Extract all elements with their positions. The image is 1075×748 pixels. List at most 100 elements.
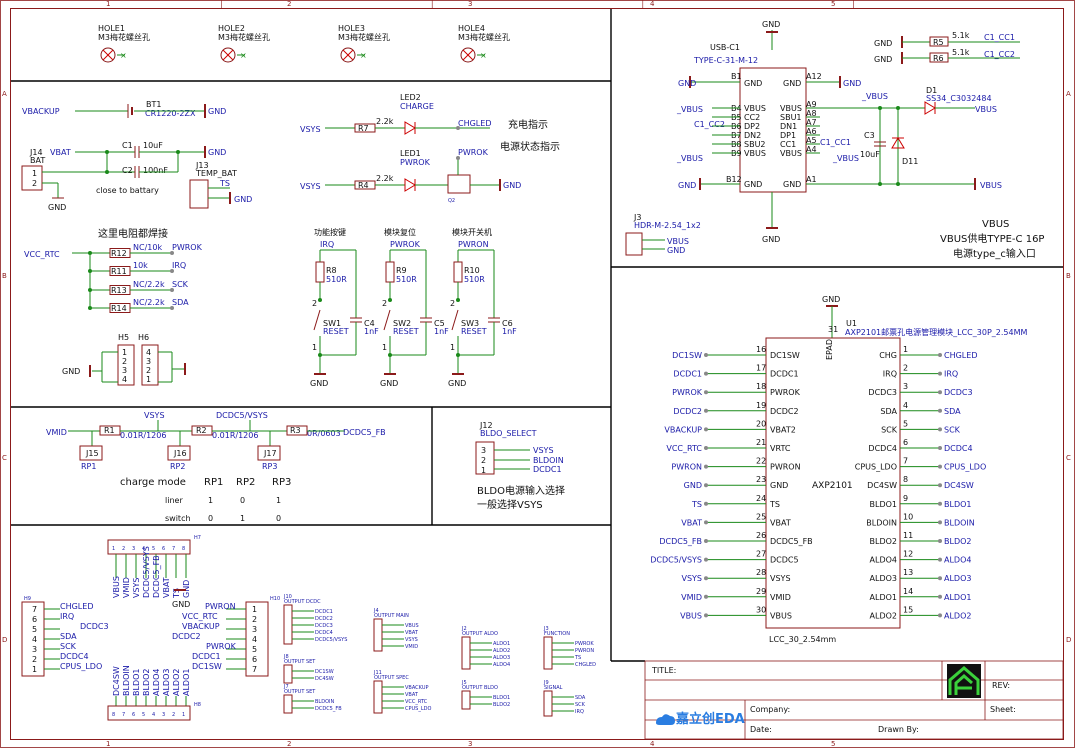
mini-net-8-2: IRQ	[575, 709, 584, 715]
mini-ref-1: J4	[373, 608, 379, 614]
j14-val: BAT	[30, 156, 45, 165]
axp-right-name-0: CHG	[879, 351, 897, 360]
axp-left-name-8: TS	[769, 500, 780, 509]
c2-val: 100nF	[143, 166, 168, 175]
h7-label-4: DCDC5_FB	[152, 555, 161, 598]
hole-4: × HOLE4 M3梅花螺丝孔	[458, 24, 510, 63]
axp-right-pin-9: 10	[903, 512, 913, 521]
vcc-rtc-net: VCC_RTC	[24, 250, 60, 259]
battery-note: close to battary	[96, 186, 159, 195]
usb-val: TYPE-C-31-M-12	[693, 56, 758, 65]
charge-cell-0-2: 0	[240, 496, 245, 505]
grid-row-right-A: A	[1066, 90, 1071, 98]
hole3-val: M3梅花螺丝孔	[338, 32, 390, 42]
usb-left-name-3: DN2	[744, 131, 761, 140]
mini-net-3-2: TS	[574, 655, 581, 661]
easyeda-cloud-icon	[656, 714, 675, 725]
usb-left-name-2: DP2	[744, 122, 760, 131]
button-c-ref-0: C4	[364, 319, 375, 328]
mini-net-2-0: ALDO1	[493, 641, 510, 647]
svg-text:2: 2	[146, 366, 151, 375]
axp-left-net-12: VSYS	[681, 574, 702, 583]
h8-pin-5: 3	[162, 712, 165, 718]
pullup-section: 这里电阻都焊接 VCC_RTC	[24, 227, 168, 308]
axp-left-name-14: VBUS	[770, 611, 792, 620]
usb-gnd-top: GND	[762, 20, 780, 29]
button-c-val-2: 1nF	[502, 327, 517, 336]
usb-left-name-4: SBU2	[744, 140, 766, 149]
axp-right-name-5: DCDC4	[868, 444, 897, 453]
axp-right-pin-7: 8	[903, 475, 908, 484]
axp-right-pin-0: 1	[903, 345, 908, 354]
h10-pin-0: 1	[252, 605, 257, 614]
axp-ref: U1	[846, 319, 857, 328]
usb-left-name-0: VBUS	[744, 104, 766, 113]
axp-right-net-6: CPUS_LDO	[944, 463, 986, 472]
charge-cell-0-1: 1	[208, 496, 213, 505]
h7-pin-3: 4	[142, 546, 145, 552]
j3-val: HDR-M-2.54_1x2	[634, 221, 701, 230]
r3-ref: R3	[290, 426, 301, 435]
mini-net-3-0: PWROK	[575, 641, 594, 647]
svg-text:3: 3	[146, 357, 151, 366]
usb-left-name-6: GND	[744, 180, 762, 189]
usb-right-name-6: GND	[783, 180, 801, 189]
button-gnd-0: GND	[310, 379, 328, 388]
h9-pin-0: 7	[32, 605, 37, 614]
svg-text:GND: GND	[783, 79, 801, 88]
mini-net-0-2: DCDC3	[315, 623, 333, 629]
h9-net-3: SDA	[60, 632, 77, 641]
h10-net-2: VBACKUP	[182, 622, 220, 631]
mini-ref-6: J11	[373, 670, 382, 676]
h8-label-1: BLDOIN	[122, 665, 131, 696]
hole-2: × HOLE2 M3梅花螺丝孔	[218, 24, 270, 63]
pullup-title: 这里电阻都焊接	[98, 227, 168, 240]
usb-cc1: C1_CC1	[820, 138, 851, 147]
h7-label-7: GND	[182, 580, 191, 598]
button-c-ref-1: C5	[434, 319, 445, 328]
usb-gnd-b1: GND	[678, 79, 696, 88]
battery-section: VBACKUP BT1 CR1220-2ZX GND J14 BAT 12 GN…	[21, 100, 252, 212]
axp-right-name-13: ALDO1	[870, 593, 897, 602]
svg-text:×: ×	[480, 51, 487, 60]
axp-left-pin-14: 30	[756, 605, 766, 614]
h8-label-2: BLDO1	[132, 669, 141, 697]
usb-vbus-right: VBUS	[980, 181, 1002, 190]
mini-title-2: OUTPUT ALDO	[462, 631, 498, 637]
usb-right-pin-4: A5	[806, 136, 817, 145]
grid-col-4: 4	[650, 0, 655, 8]
button-net-1: PWROK	[390, 240, 421, 249]
axp-left-pin-7: 23	[756, 475, 766, 484]
status-title: 电源状态指示	[500, 140, 560, 153]
pullup-net-1: IRQ	[172, 261, 186, 270]
led-vsys1: VSYS	[300, 125, 321, 134]
charge-hdr-1: RP1	[204, 477, 223, 488]
mini-net-0-4: DCDC5/VSYS	[315, 637, 347, 643]
button-r-val-1: 510R	[396, 275, 417, 284]
bt-gnd: GND	[208, 107, 226, 116]
svg-text:1: 1	[146, 375, 151, 384]
button-sw-ref-0: SW1	[323, 319, 341, 328]
charge-mode-section: VMID R1 0.01R/1206 R2 0.01R/1206 R3 0R/0…	[46, 411, 386, 471]
bldo-select-section: J12 BLDO_SELECT 3 2 1 VSYS BLDOIN DCDC1 …	[475, 421, 565, 511]
axp-epad: EPAD	[825, 339, 834, 360]
h10-pin-2: 3	[252, 625, 257, 634]
axp-left-net-6: PWRON	[671, 463, 702, 472]
usb-right-name-1: SBU1	[780, 113, 802, 122]
charge-hdr-0: charge mode	[120, 477, 186, 488]
usb-gnd-a12: GND	[843, 79, 861, 88]
mini-title-4: OUTPUT SET	[284, 659, 316, 665]
j3-ref: J3	[633, 213, 641, 222]
axp-left-pin-4: 20	[756, 419, 766, 428]
h10-net-4: PWROK	[206, 642, 237, 651]
h10-pin-3: 4	[252, 635, 257, 644]
axp-left-pin-3: 19	[756, 401, 766, 410]
mini-net-6-3: CPUS_LDO	[405, 706, 431, 712]
svg-text:2: 2	[122, 357, 127, 366]
axp-right-net-0: CHGLED	[944, 351, 977, 360]
easyeda-logo: 嘉立创EDA	[675, 711, 745, 727]
button-c-ref-2: C6	[502, 319, 513, 328]
r4-val: 2.2k	[376, 174, 394, 183]
h7-label-0: VBUS	[112, 576, 121, 598]
